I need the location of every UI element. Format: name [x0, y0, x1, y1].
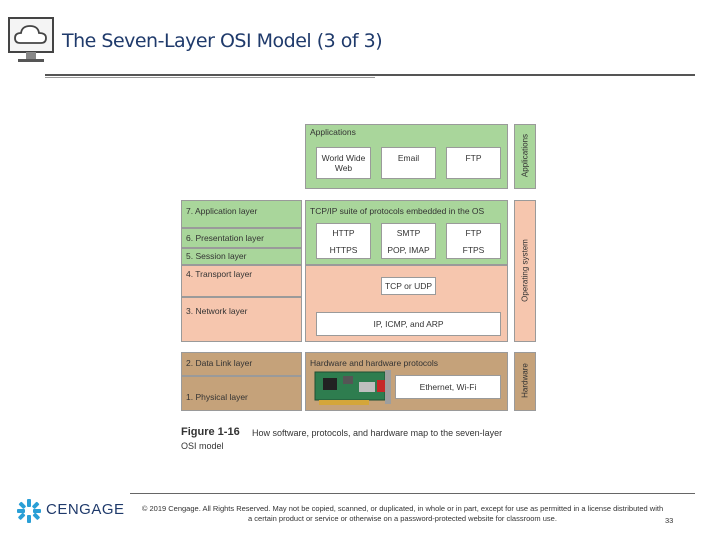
page-number: 33	[665, 516, 674, 525]
tcpip-smtp: SMTP	[396, 228, 421, 238]
osi-layer-4	[181, 265, 302, 297]
footer-divider	[130, 493, 695, 494]
figure-caption-number: Figure 1-16	[181, 426, 240, 438]
side-bar-operating-system	[514, 200, 536, 342]
osi-layer-1	[181, 376, 302, 411]
app-box-ftp	[446, 147, 501, 179]
slide-title: The Seven-Layer OSI Model (3 of 3)	[62, 30, 383, 52]
osi-layer-3	[181, 297, 302, 342]
side-bar-hardware	[514, 352, 536, 411]
tcpip-box-smtp	[381, 223, 436, 259]
copyright-notice: © 2019 Cengage. All Rights Reserved. May…	[141, 504, 664, 523]
cengage-logo-icon	[16, 498, 42, 524]
osi-layer-4-label: 4. Transport layer	[186, 269, 253, 279]
side-bar-applications	[514, 124, 536, 189]
cloud-monitor-icon	[6, 16, 58, 66]
tcpip-box-http	[316, 223, 371, 259]
transport-protocol: TCP or UDP	[384, 281, 433, 291]
app-item-ftp: FTP	[465, 153, 482, 163]
osi-layer-5-label: 5. Session layer	[186, 251, 247, 261]
tcpip-box-ftp	[446, 223, 501, 259]
title-divider	[45, 74, 695, 76]
app-item-email: Email	[397, 153, 420, 163]
hardware-protocol-box	[395, 375, 501, 399]
osi-layer-1-label: 1. Physical layer	[186, 392, 248, 402]
tcpip-ftps: FTPS	[462, 245, 485, 255]
hardware-heading: Hardware and hardware protocols	[310, 358, 439, 368]
osi-layer-7-label: 7. Application layer	[186, 206, 258, 216]
side-label-applications: Applications	[520, 133, 530, 178]
tcpip-ftp: FTP	[465, 228, 482, 238]
network-card-image	[313, 368, 393, 408]
osi-layer-5	[181, 248, 302, 265]
tcpip-https: HTTPS	[329, 245, 358, 255]
app-box-email	[381, 147, 436, 179]
applications-heading: Applications	[310, 127, 356, 137]
transport-protocol-box	[381, 277, 436, 295]
title-divider-accent	[45, 77, 375, 78]
app-box-www	[316, 147, 371, 179]
osi-layer-3-label: 3. Network layer	[186, 306, 248, 316]
tcpip-heading: TCP/IP suite of protocols embedded in th…	[310, 206, 485, 216]
app-item-www: World Wide Web	[321, 153, 366, 173]
tcpip-pop-imap: POP, IMAP	[387, 245, 430, 255]
osi-layer-2-label: 2. Data Link layer	[186, 358, 253, 368]
figure-caption-text-2: OSI model	[181, 441, 224, 451]
side-label-hardware: Hardware	[520, 363, 530, 398]
tcpip-http: HTTP	[332, 228, 355, 238]
network-protocol: IP, ICMP, and ARP	[373, 319, 444, 329]
osi-layer-2	[181, 352, 302, 376]
network-protocol-box	[316, 312, 501, 336]
side-label-operating-system: Operating system	[520, 239, 530, 302]
osi-layer-6	[181, 228, 302, 248]
hardware-protocol: Ethernet, Wi-Fi	[419, 382, 477, 392]
osi-layer-7	[181, 200, 302, 228]
figure-caption-text: How software, protocols, and hardware ma…	[252, 428, 503, 438]
osi-layer-6-label: 6. Presentation layer	[186, 233, 264, 243]
cengage-logo-text: CENGAGE	[46, 501, 125, 518]
